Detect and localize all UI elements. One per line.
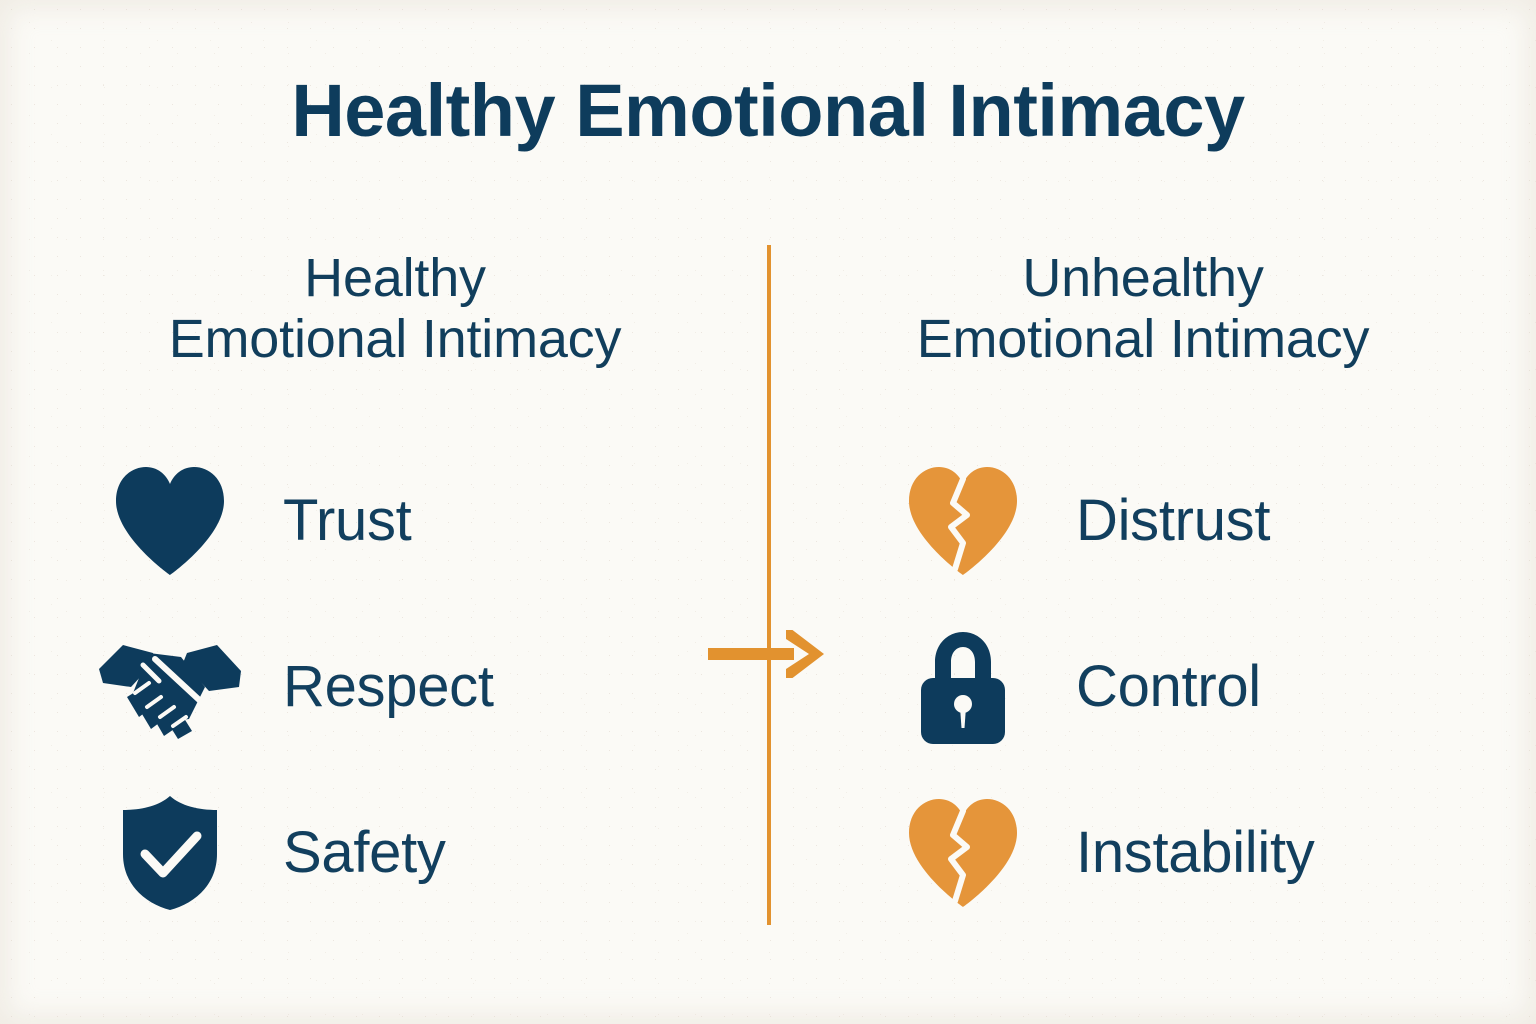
list-item-label: Instability [1076, 820, 1315, 886]
column-healthy: Healthy Emotional Intimacy Trust [40, 248, 750, 936]
list-item: Instability [790, 770, 1496, 936]
column-heading-line1: Healthy [304, 248, 486, 308]
list-item-label: Safety [283, 820, 446, 886]
heart-icon [75, 465, 265, 577]
column-heading-healthy: Healthy Emotional Intimacy [40, 248, 750, 370]
transition-arrow-icon [708, 628, 832, 680]
list-item: Control [790, 604, 1496, 770]
list-item-label: Respect [283, 654, 494, 720]
handshake-icon [75, 635, 265, 740]
list-item: Distrust [790, 438, 1496, 604]
column-heading-line2: Emotional Intimacy [168, 309, 622, 370]
broken-heart-icon [868, 465, 1058, 577]
column-unhealthy: Unhealthy Emotional Intimacy Distrust [790, 248, 1496, 936]
list-item: Respect [40, 604, 750, 770]
column-heading-line1: Unhealthy [1022, 248, 1264, 308]
lock-icon [868, 628, 1058, 746]
list-item-label: Distrust [1076, 488, 1271, 554]
broken-heart-icon [868, 797, 1058, 909]
shield-check-icon [75, 794, 265, 912]
list-item: Trust [40, 438, 750, 604]
unhealthy-item-list: Distrust Control [790, 438, 1496, 936]
healthy-item-list: Trust [40, 438, 750, 936]
page-title: Healthy Emotional Intimacy [291, 69, 1245, 152]
column-heading-line2: Emotional Intimacy [916, 309, 1370, 370]
column-heading-unhealthy: Unhealthy Emotional Intimacy [790, 248, 1496, 370]
list-item-label: Trust [283, 488, 412, 554]
list-item-label: Control [1076, 654, 1261, 720]
list-item: Safety [40, 770, 750, 936]
vertical-divider [767, 245, 771, 925]
